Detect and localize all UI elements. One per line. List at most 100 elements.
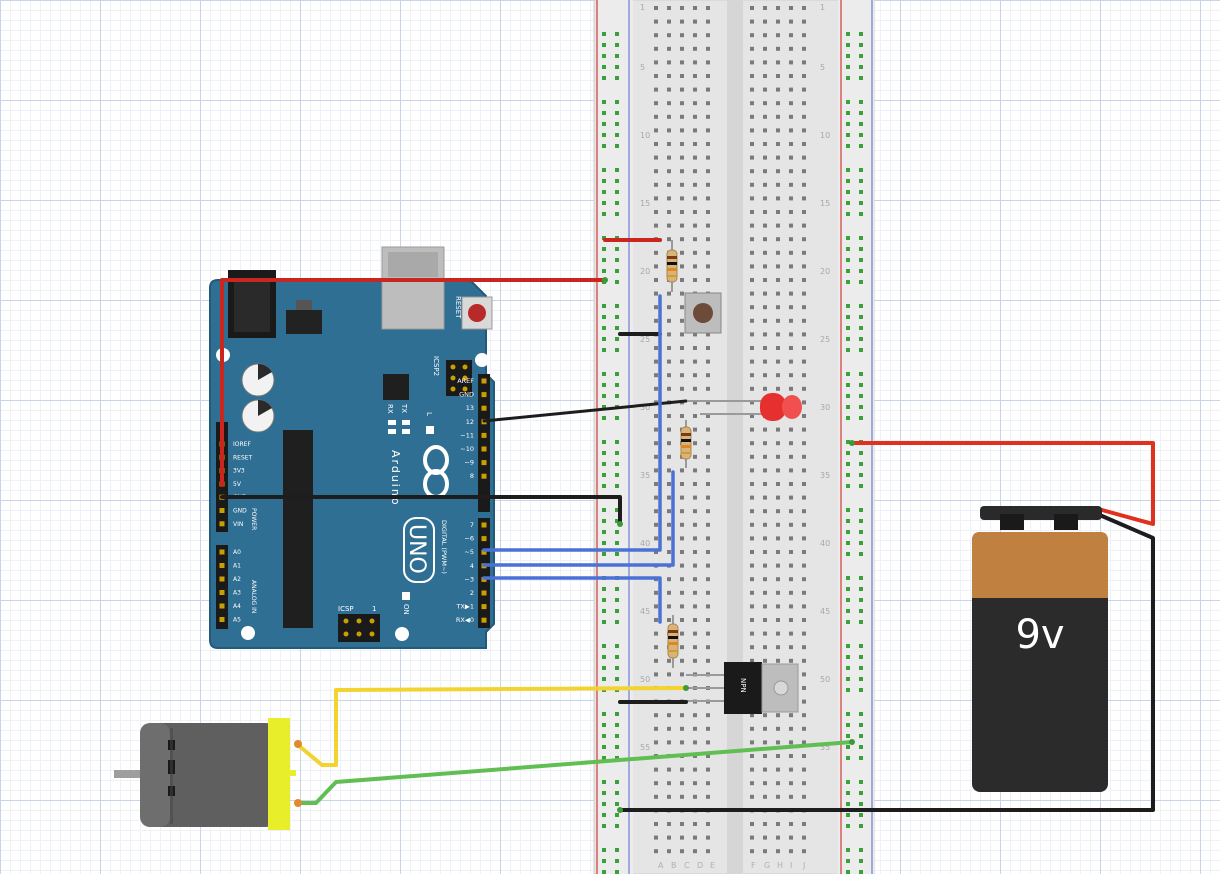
rail-hole (615, 609, 619, 613)
breadboard-hole (693, 835, 697, 840)
header-pin (481, 378, 487, 384)
breadboard-hole (750, 726, 754, 731)
breadboard-hole (763, 563, 767, 568)
digital-header-high (478, 374, 490, 512)
rail-hole (846, 54, 850, 58)
breadboard-hole (776, 550, 780, 554)
breadboard-hole (693, 414, 697, 418)
rail-hole (859, 111, 863, 115)
breadboard-hole (763, 835, 767, 840)
rail-hole (846, 688, 850, 692)
pin-label: 13 (466, 404, 474, 412)
breadboard-hole (750, 19, 754, 24)
breadboard-hole (693, 849, 697, 854)
rail-hole (846, 372, 850, 376)
breadboard-hole (802, 19, 806, 24)
breadboard-hole (750, 631, 754, 636)
row-number-label: 55 (820, 743, 830, 752)
rail-hole (602, 32, 606, 36)
breadboard-hole (802, 128, 806, 133)
analog-header (216, 545, 228, 629)
rail-hole (602, 791, 606, 795)
breadboard-hole (802, 767, 806, 772)
breadboard-hole (706, 142, 710, 146)
header-pin (481, 460, 487, 466)
breadboard-hole (750, 577, 754, 582)
rail-hole (602, 100, 606, 104)
breadboard-hole (789, 536, 793, 541)
breadboard-hole (706, 74, 710, 78)
breadboard-hole (802, 142, 806, 146)
breadboard-hole (680, 346, 684, 350)
breadboard-hole (802, 196, 806, 201)
col-label-a: A (658, 861, 664, 870)
breadboard-hole (750, 210, 754, 214)
breadboard-hole (654, 142, 658, 146)
rail-hole (602, 609, 606, 613)
breadboard-hole (654, 264, 658, 269)
header-pin (481, 522, 487, 528)
rail-hole (846, 304, 850, 308)
rail-hole (602, 734, 606, 738)
pin-label: IOREF (233, 441, 251, 448)
breadboard-hole (667, 726, 671, 731)
rail-hole (859, 813, 863, 817)
breadboard-hole (789, 604, 793, 609)
breadboard-hole (789, 550, 793, 554)
rail-hole (846, 802, 850, 806)
breadboard-hole (776, 658, 780, 663)
breadboard-hole (667, 223, 671, 228)
breadboard-hole (763, 128, 767, 133)
breadboard-hole (802, 454, 806, 459)
breadboard-hole (654, 114, 658, 119)
breadboard-hole (693, 210, 697, 214)
breadboard-hole (763, 359, 767, 364)
breadboard-hole (680, 237, 684, 242)
rail-hole (615, 337, 619, 341)
breadboard-hole (802, 468, 806, 473)
breadboard-hole (680, 577, 684, 582)
icsp-pin-one: 1 (372, 605, 376, 613)
breadboard-hole (693, 618, 697, 622)
breadboard-hole (680, 618, 684, 622)
breadboard-hole (654, 822, 658, 826)
breadboard-hole (763, 142, 767, 146)
rail-hole (846, 247, 850, 251)
wire-green-motor (296, 740, 854, 805)
breadboard-hole (680, 781, 684, 786)
breadboard-hole (654, 509, 658, 514)
breadboard-hole (776, 19, 780, 24)
breadboard-hole (789, 128, 793, 133)
rail-hole (846, 416, 850, 420)
breadboard-hole (802, 223, 806, 228)
breadboard-hole (802, 604, 806, 609)
rail-hole (615, 530, 619, 534)
breadboard-hole (654, 631, 658, 636)
breadboard-hole (654, 19, 658, 24)
breadboard-hole (750, 182, 754, 187)
wire-yellow-motor (296, 686, 688, 767)
breadboard-hole (802, 46, 806, 51)
breadboard-hole (667, 482, 671, 486)
breadboard-hole (667, 495, 671, 500)
header-pin (481, 590, 487, 596)
pushbutton[interactable] (684, 292, 722, 334)
header-pin (219, 508, 225, 513)
header-pin (219, 576, 225, 582)
resistor-top (666, 240, 678, 292)
voltage-regulator (286, 310, 322, 334)
breadboard-hole (776, 169, 780, 174)
breadboard-hole (693, 237, 697, 242)
breadboard-hole (693, 713, 697, 718)
breadboard-hole (667, 114, 671, 119)
breadboard-hole (667, 19, 671, 24)
rail-hole (859, 133, 863, 137)
breadboard-hole (763, 849, 767, 854)
breadboard-hole (789, 563, 793, 568)
breadboard-hole (763, 631, 767, 636)
rail-hole (615, 712, 619, 716)
breadboard-hole (680, 264, 684, 269)
breadboard-hole (654, 128, 658, 133)
breadboard-hole (693, 509, 697, 514)
